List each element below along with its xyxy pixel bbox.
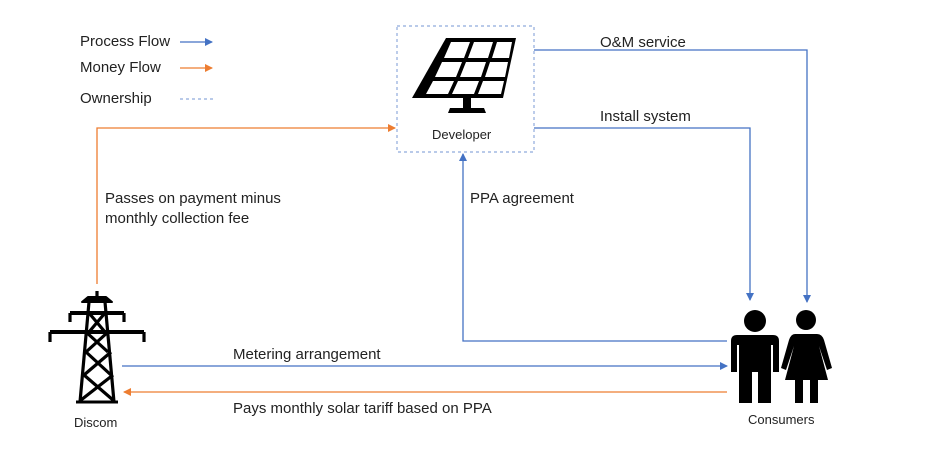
discom-label: Discom	[74, 415, 118, 430]
ppa-agreement-arrow	[459, 153, 727, 342]
solar-panel-icon	[412, 38, 516, 113]
passes-payment-label-line2: monthly collection fee	[105, 210, 250, 227]
ppa-agreement-label: PPA agreement	[470, 190, 574, 207]
om-service-label: O&M service	[600, 34, 686, 51]
developer-box	[396, 25, 535, 153]
transmission-tower-icon	[48, 291, 146, 404]
man-icon	[731, 310, 779, 403]
om-service-arrow	[534, 49, 811, 303]
consumers-label: Consumers	[748, 412, 815, 427]
legend-ownership-label: Ownership	[80, 90, 152, 107]
install-system-arrow	[534, 127, 754, 301]
developer-label: Developer	[432, 127, 492, 142]
passes-payment-label-line1: Passes on payment minus	[105, 190, 281, 207]
legend-money-label: Money Flow	[80, 59, 161, 76]
woman-icon	[781, 310, 832, 403]
metering-label: Metering arrangement	[233, 346, 381, 363]
pays-tariff-label: Pays monthly solar tariff based on PPA	[233, 400, 492, 417]
install-system-label: Install system	[600, 108, 691, 125]
legend-process-label: Process Flow	[80, 33, 171, 50]
passes-payment-arrow	[96, 124, 396, 284]
